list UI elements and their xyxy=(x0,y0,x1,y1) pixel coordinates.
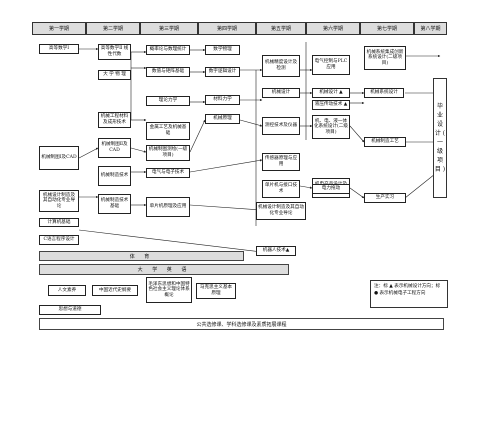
header-term-7: 第七学期 xyxy=(360,22,414,35)
course-node: 人文素养 xyxy=(48,285,86,296)
course-node: 机器人技术▲ xyxy=(256,246,296,256)
course-node: 思想与道德 xyxy=(39,305,101,315)
course-node: 单片机与接口技术 xyxy=(262,180,300,198)
course-node: 概率论与数理统计 xyxy=(146,45,190,55)
course-node: 电力拖动 xyxy=(312,184,350,194)
course-node: 机械工程材料及成形技术 xyxy=(98,112,131,128)
course-node: 毛泽东思想和中国特色社会主义理论体系概论 xyxy=(146,277,192,303)
course-node: 单片机原理及应用 xyxy=(146,197,190,217)
course-node: 中国近代史纲要 xyxy=(92,285,138,296)
course-node: 数值与矩阵基础 xyxy=(146,67,190,77)
graduation-design-box: 毕 业 设 计 ( 一 级 项 目 ) xyxy=(433,78,447,198)
course-node: 机械原理 xyxy=(205,114,240,124)
course-node: 机械设计制造及其自动化专业导论 xyxy=(39,190,79,212)
course-node: 马克思主义基本原理 xyxy=(196,283,236,299)
course-node: 材料力学 xyxy=(205,95,240,105)
course-node: 机械系统集成创新系统设计(二级项目) xyxy=(364,46,406,70)
header-term-1: 第一学期 xyxy=(32,22,86,35)
course-node: 机械制造技术 xyxy=(98,166,131,186)
course-node: 机械制图Ⅱ及CAD xyxy=(98,138,131,158)
course-node: 数字逻辑设计 xyxy=(205,67,240,77)
course-node: 传感器原理与应用 xyxy=(262,153,300,171)
course-node: C语言程序设计 xyxy=(39,235,79,245)
header-term-6: 第六学期 xyxy=(306,22,360,35)
course-node: 数学物理 xyxy=(205,45,240,55)
course-node: 生产实习 xyxy=(364,193,406,203)
course-node: 机械精度设计及检测 xyxy=(262,55,300,77)
header-term-2: 第二学期 xyxy=(86,22,140,35)
course-node: 电气与电子技术 xyxy=(146,168,190,178)
band-pe: 体 育 xyxy=(39,251,244,261)
course-node: 理论力学 xyxy=(146,96,190,106)
footer-elective-band: 公共选修课、学科选修课及素质拓展课程 xyxy=(39,318,444,330)
course-node: 机械设计 xyxy=(262,88,300,98)
course-node: 计算机基础 xyxy=(39,218,79,227)
course-node: 高等数学Ⅱ 线性代数 xyxy=(98,44,131,60)
course-node: 电气控制与PLC应用 xyxy=(312,55,350,75)
course-node: 机械制图测绘(一级项目) xyxy=(146,145,190,161)
course-node: 机械制造技术基础 xyxy=(98,194,131,214)
course-node: 机械设计 ▲ xyxy=(312,88,350,98)
course-node: 测控技术及仪器 xyxy=(262,117,300,135)
course-node: 机械制造工艺 xyxy=(364,137,406,147)
course-node: 高等数学Ⅰ xyxy=(39,44,79,54)
legend-note: 注：标 ▲ 表示机械设计方向；标 ● 表示机械电子工程方向 xyxy=(370,280,448,308)
course-node: 大 学 物 理 xyxy=(98,70,131,80)
header-term-5: 第五学期 xyxy=(256,22,306,35)
header-term-4: 第四学期 xyxy=(198,22,256,35)
header-term-3: 第三学期 xyxy=(140,22,198,35)
course-node: 机械制图Ⅰ及CAD xyxy=(39,146,79,170)
course-node: 机械系统设计 xyxy=(364,88,404,98)
course-node: 液压传动技术 ▲ xyxy=(312,100,350,110)
course-node: 机械设计制造及其自动化专业导论 xyxy=(256,202,306,220)
course-node: 机、电、液一体化系统设计(二级项目) xyxy=(312,115,350,139)
course-node: 金属工艺及机械基础 xyxy=(146,122,190,140)
header-term-8: 第八学期 xyxy=(414,22,447,35)
band-english: 大 学 英 语 xyxy=(39,264,289,275)
